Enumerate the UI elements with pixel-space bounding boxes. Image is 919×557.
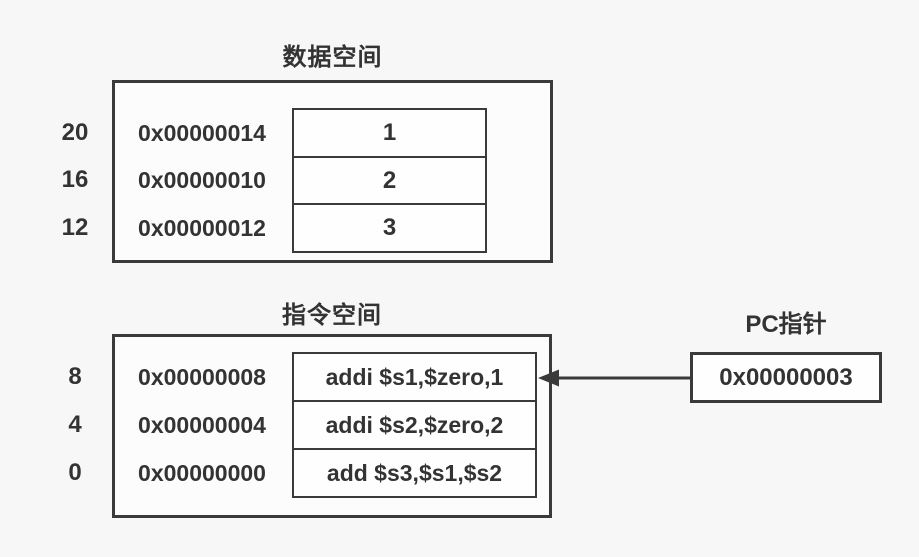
instruction-cell: addi $s1,$zero,1 [325, 363, 504, 390]
pc-arrow-connector [538, 369, 692, 387]
data-value-cell: 2 [294, 155, 485, 204]
data-offset-label: 12 [61, 214, 89, 241]
instruction-offset-label: 4 [68, 411, 82, 438]
instruction-space-title: 指令空间 [282, 302, 382, 329]
data-space-title: 数据空间 [282, 44, 383, 71]
pc-pointer-title: PC指针 [745, 311, 827, 338]
instruction-address-label: 0x00000004 [138, 412, 266, 438]
data-offset-label: 20 [61, 119, 89, 146]
instruction-cell: addi $s2,$zero,2 [294, 400, 535, 448]
instruction-address-label: 0x00000000 [138, 460, 266, 486]
data-value-cell: 1 [382, 118, 397, 146]
instruction-offset-label: 0 [68, 459, 82, 486]
pc-arrowhead-icon [538, 369, 559, 387]
data-address-label: 0x00000014 [138, 120, 266, 146]
instruction-value-column: addi $s1,$zero,1 addi $s2,$zero,2 add $s… [292, 352, 537, 498]
data-address-label: 0x00000012 [138, 215, 266, 241]
data-value-column: 1 2 3 [292, 108, 487, 253]
data-offset-label: 16 [61, 166, 89, 193]
instruction-offset-label: 8 [68, 363, 82, 390]
instruction-cell: add $s3,$s1,$s2 [294, 448, 535, 496]
data-value-cell: 3 [294, 203, 485, 251]
pc-pointer-value: 0x00000003 [719, 363, 853, 391]
instruction-address-label: 0x00000008 [138, 364, 266, 390]
pc-pointer-box: 0x00000003 [690, 352, 882, 403]
data-address-label: 0x00000010 [138, 167, 266, 193]
